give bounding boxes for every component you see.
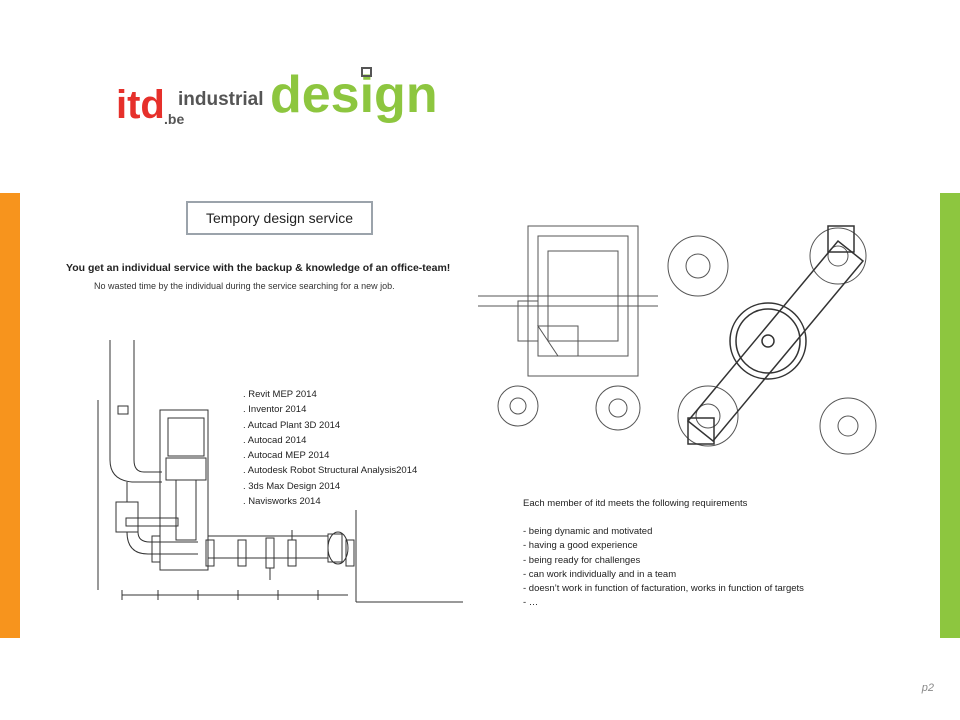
requirements-list: - being dynamic and motivated - having a… xyxy=(523,525,804,610)
headline: You get an individual service with the b… xyxy=(66,262,451,274)
software-item: . 3ds Max Design 2014 xyxy=(243,480,341,492)
page-number: p2 xyxy=(921,682,934,694)
service-title: Tempory design service xyxy=(205,210,354,226)
software-item: . Autcad Plant 3D 2014 xyxy=(243,419,341,431)
software-item: . Navisworks 2014 xyxy=(243,496,321,508)
software-item: . Revit MEP 2014 xyxy=(243,389,317,400)
software-item: . Inventor 2014 xyxy=(243,404,307,416)
mechanical-drawing xyxy=(478,225,877,455)
piping-drawing xyxy=(97,340,463,603)
requirement-item: - doesn’t work in function of facturatio… xyxy=(523,583,804,595)
logo-be: .be xyxy=(164,111,184,127)
requirement-item: - being ready for challenges xyxy=(523,554,641,566)
subline: No wasted time by the individual during … xyxy=(94,281,395,291)
requirements-intro: Each member of itd meets the following r… xyxy=(523,498,748,509)
requirement-item: - can work individually and in a team xyxy=(523,568,677,580)
logo-itd: itd xyxy=(116,83,165,127)
requirement-item: - having a good experience xyxy=(523,540,638,552)
accent-bar-left xyxy=(0,193,20,638)
software-item: . Autocad MEP 2014 xyxy=(243,450,330,462)
accent-bar-right xyxy=(940,193,960,638)
software-list: . Revit MEP 2014 . Inventor 2014 . Autca… xyxy=(243,387,417,509)
software-item: . Autodesk Robot Structural Analysis2014 xyxy=(243,465,418,477)
requirement-item: - … xyxy=(523,597,539,609)
logo-design: design xyxy=(270,66,438,124)
requirement-item: - being dynamic and motivated xyxy=(523,526,653,538)
requirements-block: Each member of itd meets the following r… xyxy=(523,497,804,610)
itd-industrial-design-logo: itd .be industrial design xyxy=(116,66,438,127)
service-title-box: Tempory design service xyxy=(186,201,373,235)
software-item: . Autocad 2014 xyxy=(243,434,307,446)
logo-i-dot xyxy=(361,67,372,77)
logo-industrial: industrial xyxy=(178,89,264,110)
